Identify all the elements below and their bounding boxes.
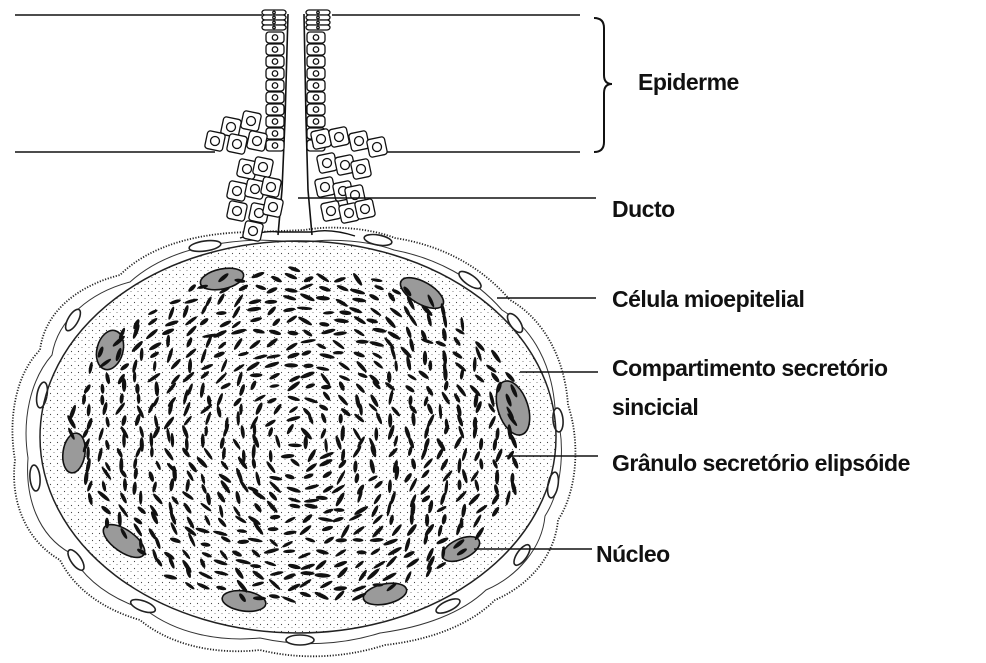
duct-cell bbox=[307, 56, 325, 67]
duct-cell bbox=[246, 130, 267, 151]
secretory-granule bbox=[423, 351, 427, 366]
duct bbox=[204, 10, 387, 242]
label-nucleo: Núcleo bbox=[596, 538, 670, 571]
duct-cell bbox=[266, 44, 284, 55]
duct-cell bbox=[307, 44, 325, 55]
secretory-compartment bbox=[40, 241, 556, 633]
secretory-granule bbox=[139, 491, 142, 505]
duct-cell bbox=[307, 116, 325, 127]
epidermis-layer bbox=[15, 15, 580, 152]
duct-cell bbox=[240, 110, 261, 131]
duct-cell bbox=[226, 200, 247, 221]
label-compartimento-line1: Compartimento secretório bbox=[612, 352, 888, 385]
secretory-granule bbox=[425, 514, 429, 527]
duct-cell bbox=[307, 68, 325, 79]
duct-cell bbox=[252, 156, 273, 177]
label-celula-mioepitelial: Célula mioepitelial bbox=[612, 283, 804, 316]
label-compartimento-line2: sincicial bbox=[612, 391, 698, 424]
duct-cell bbox=[266, 116, 284, 127]
duct-cell bbox=[204, 130, 225, 151]
duct-cell bbox=[307, 32, 325, 43]
duct-cell bbox=[262, 196, 283, 217]
duct-cell bbox=[242, 220, 263, 241]
duct-cell bbox=[266, 128, 284, 139]
duct-cell bbox=[266, 56, 284, 67]
label-ducto: Ducto bbox=[612, 193, 675, 226]
duct-cell bbox=[266, 92, 284, 103]
duct-cell bbox=[266, 32, 284, 43]
duct-cell bbox=[328, 126, 349, 147]
duct-cell bbox=[354, 198, 375, 219]
duct-cell bbox=[366, 136, 387, 157]
secretory-granule bbox=[388, 413, 392, 427]
duct-cell bbox=[320, 200, 341, 221]
duct-cell bbox=[260, 176, 281, 197]
duct-cell bbox=[266, 104, 284, 115]
duct-cells bbox=[204, 10, 387, 242]
duct-cell bbox=[350, 158, 371, 179]
duct-cell bbox=[307, 80, 325, 91]
secretory-granule bbox=[374, 427, 378, 440]
secretory-granule bbox=[428, 360, 432, 371]
label-epiderme: Epiderme bbox=[638, 66, 739, 99]
label-granulo: Grânulo secretório elipsóide bbox=[612, 447, 910, 480]
duct-cell bbox=[307, 92, 325, 103]
duct-cell bbox=[266, 80, 284, 91]
duct-cell bbox=[226, 180, 247, 201]
duct-cell bbox=[307, 104, 325, 115]
duct-cell bbox=[266, 140, 284, 151]
duct-cell bbox=[266, 68, 284, 79]
epidermis-bracket bbox=[594, 18, 612, 152]
secretory-granule bbox=[122, 378, 126, 392]
duct-cell bbox=[316, 152, 337, 173]
duct-cell bbox=[226, 133, 247, 154]
